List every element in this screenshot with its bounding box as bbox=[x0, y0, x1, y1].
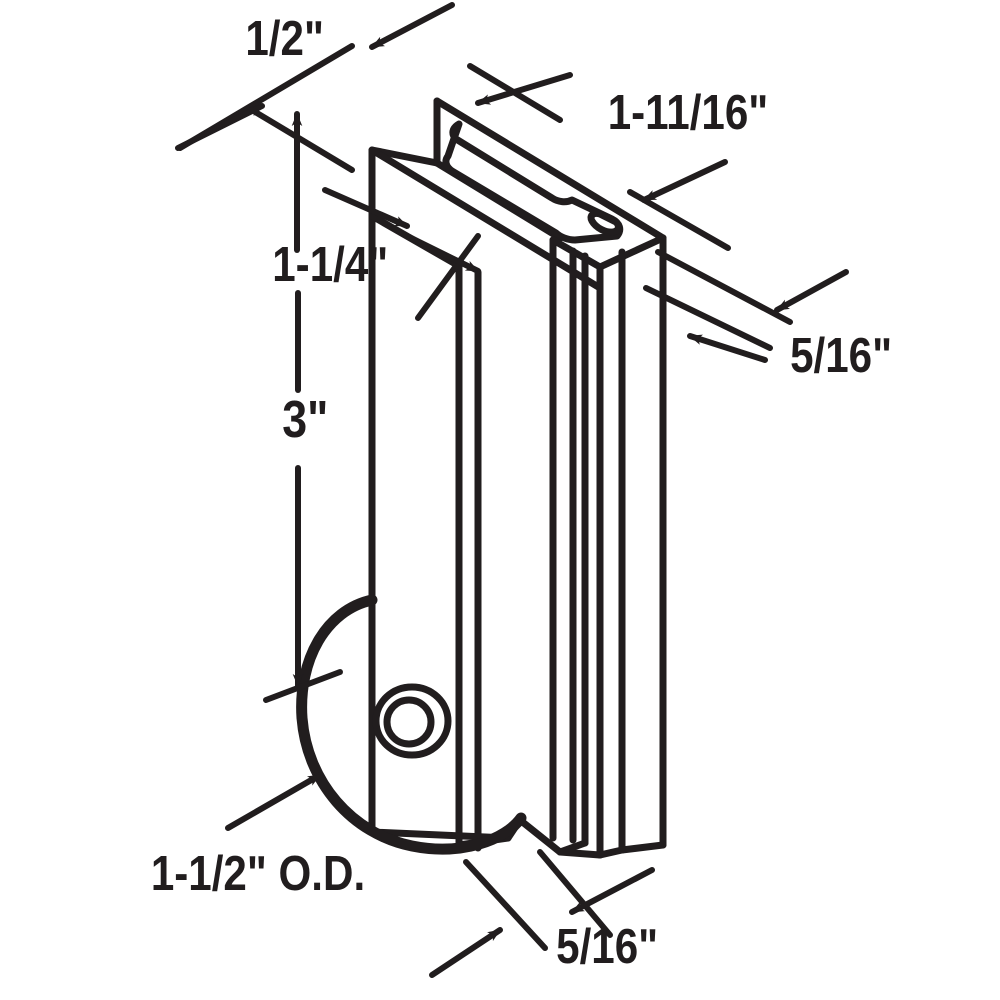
dim-leader-base-b bbox=[429, 859, 548, 978]
dim-label-top-flange-width: 1/2" bbox=[245, 11, 324, 66]
housing-body bbox=[368, 212, 589, 852]
dim-label-side-thickness-lower: 5/16" bbox=[556, 919, 658, 974]
dim-label-overall-height: 3" bbox=[282, 391, 328, 449]
dim-leader-roller-od bbox=[225, 772, 323, 831]
dim-line-height bbox=[263, 290, 343, 703]
dim-leader-depth-left bbox=[467, 63, 573, 123]
dim-label-roller-outer-diameter: 1-1/2" O.D. bbox=[151, 846, 365, 901]
dim-leader-side-upper-b bbox=[643, 285, 773, 363]
right-side-rail bbox=[618, 248, 667, 854]
dim-leader-side-upper-a bbox=[655, 249, 849, 325]
dim-leader-base-a bbox=[537, 849, 655, 938]
dim-leader-depth-right bbox=[627, 159, 731, 251]
dim-label-side-thickness-upper: 5/16" bbox=[790, 328, 892, 383]
shoulder-notch bbox=[587, 210, 622, 236]
dim-leader-width-right-lower bbox=[406, 234, 481, 274]
dim-label-overall-depth: 1-11/16" bbox=[608, 85, 769, 140]
dim-label-housing-width: 1-1/4" bbox=[272, 237, 388, 292]
roller-wheel bbox=[296, 594, 527, 855]
axle-hole bbox=[372, 683, 452, 759]
part-geometry bbox=[296, 97, 667, 859]
dim-leader-width-right bbox=[322, 187, 481, 321]
dim-leader-half-inch-lower bbox=[175, 103, 355, 173]
dimension-labels: 1/2" 1-11/16" 1-1/4" 3" 5/16" 1-1/2" O.D… bbox=[151, 11, 892, 974]
dimension-annotations bbox=[175, 2, 849, 978]
